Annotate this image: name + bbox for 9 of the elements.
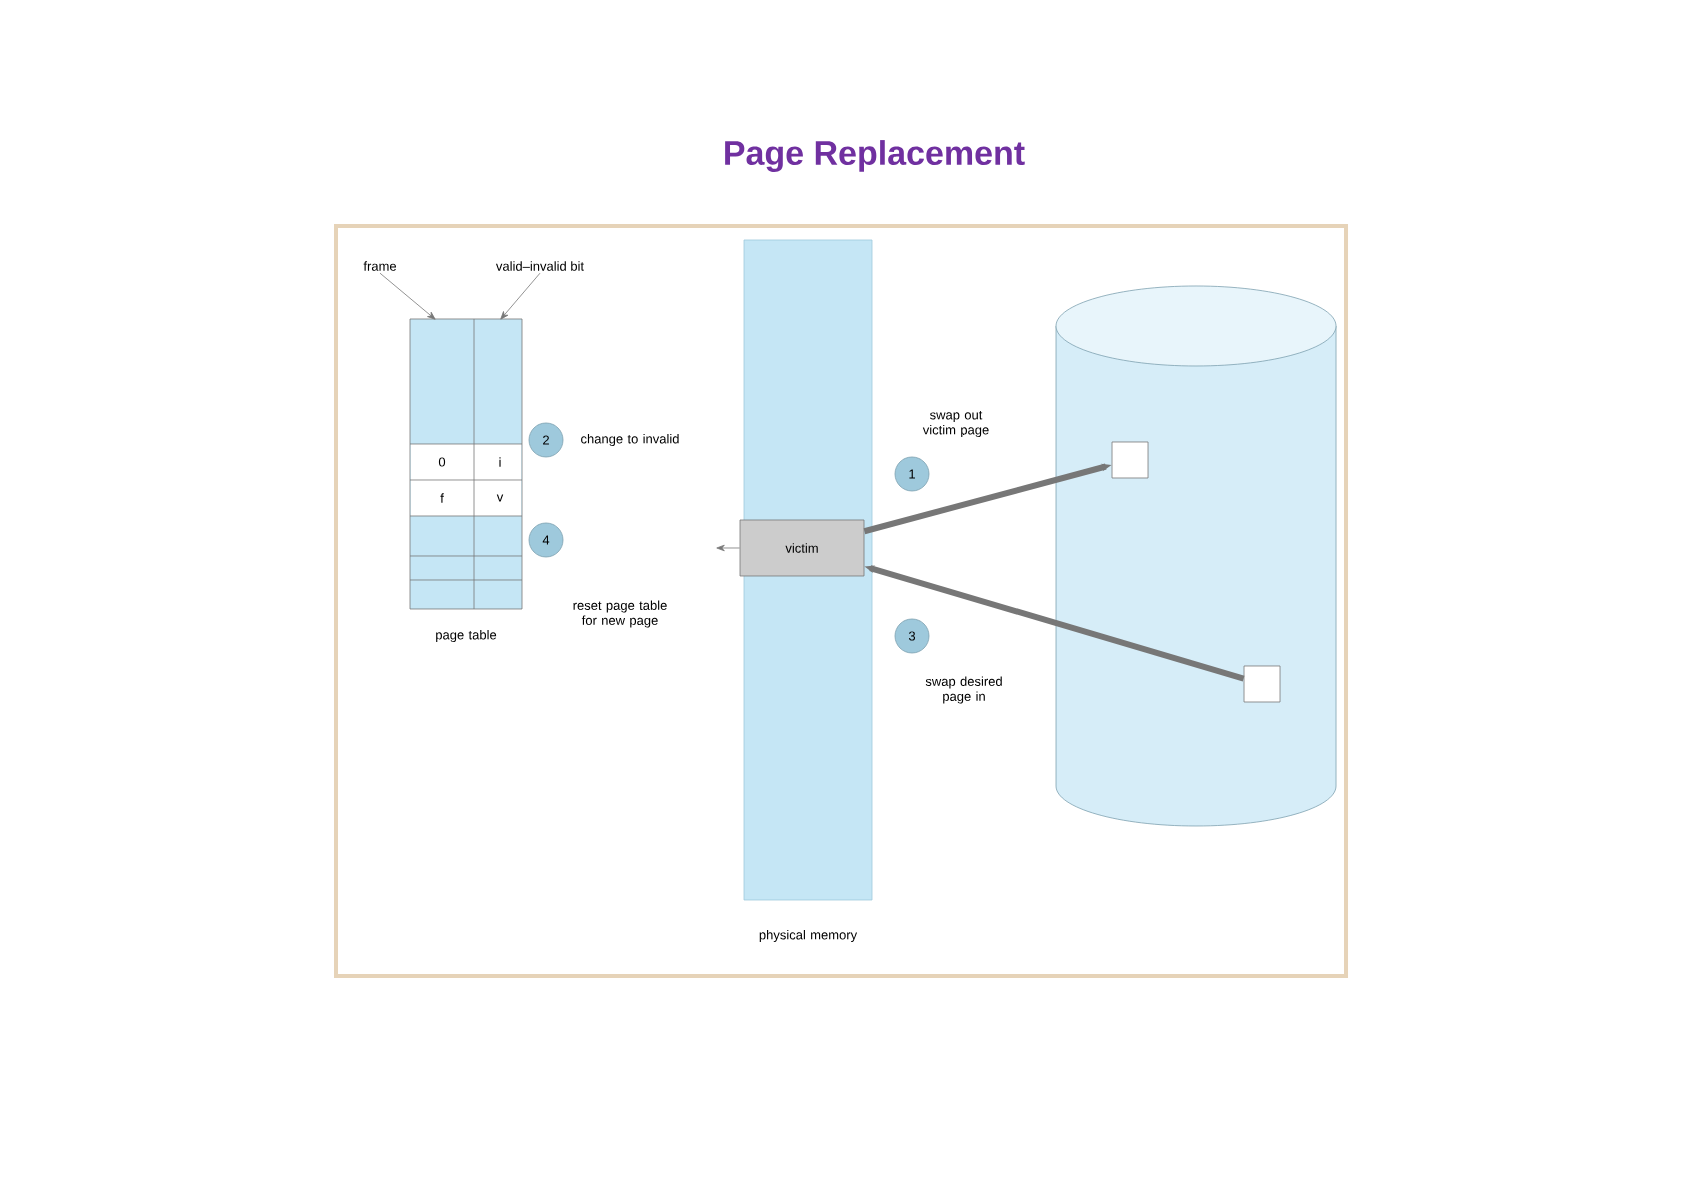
page-slot bbox=[1243, 665, 1281, 703]
arrow bbox=[500, 272, 541, 320]
disk-cylinder bbox=[1055, 285, 1337, 827]
arrow bbox=[716, 544, 740, 552]
memory-bar bbox=[743, 239, 873, 901]
page-slot bbox=[1111, 441, 1149, 479]
arrow bbox=[379, 272, 436, 320]
title: Page Replacement bbox=[725, 140, 1025, 172]
page-table bbox=[409, 318, 523, 610]
